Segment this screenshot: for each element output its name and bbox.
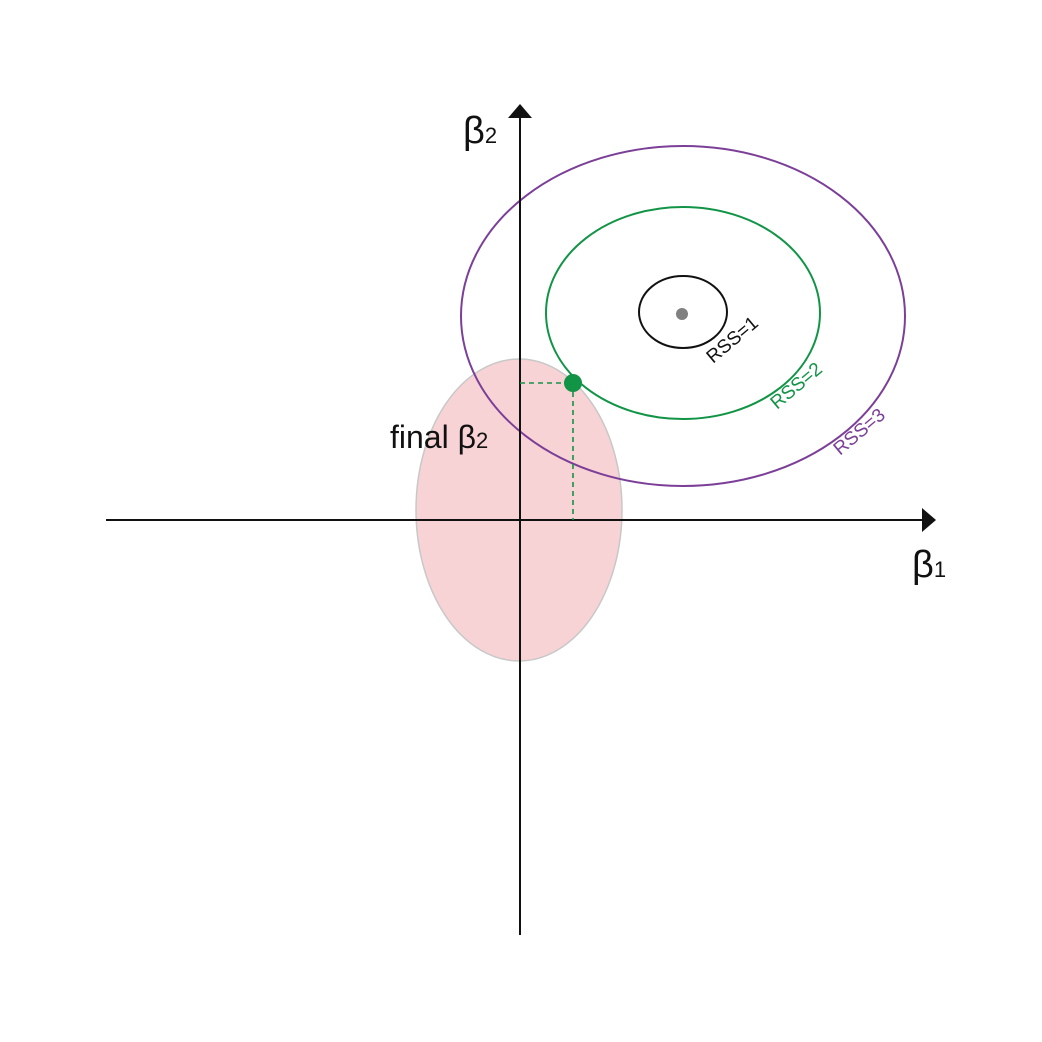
x-axis-arrow bbox=[922, 508, 936, 532]
rss-contour-1 bbox=[638, 275, 728, 349]
x-axis-label: β1 bbox=[912, 544, 946, 586]
ols-optimum-point bbox=[676, 308, 688, 320]
rss-label-2: RSS=2 bbox=[767, 359, 827, 414]
y-axis-arrow bbox=[508, 104, 532, 118]
rss-contour-3 bbox=[460, 145, 906, 487]
rss-contour-2 bbox=[545, 206, 821, 420]
rss-label-3: RSS=3 bbox=[830, 405, 890, 460]
final-beta2-annotation: final β2 bbox=[390, 419, 488, 455]
ridge-solution-point bbox=[564, 374, 582, 392]
y-axis-label: β2 bbox=[463, 110, 497, 152]
